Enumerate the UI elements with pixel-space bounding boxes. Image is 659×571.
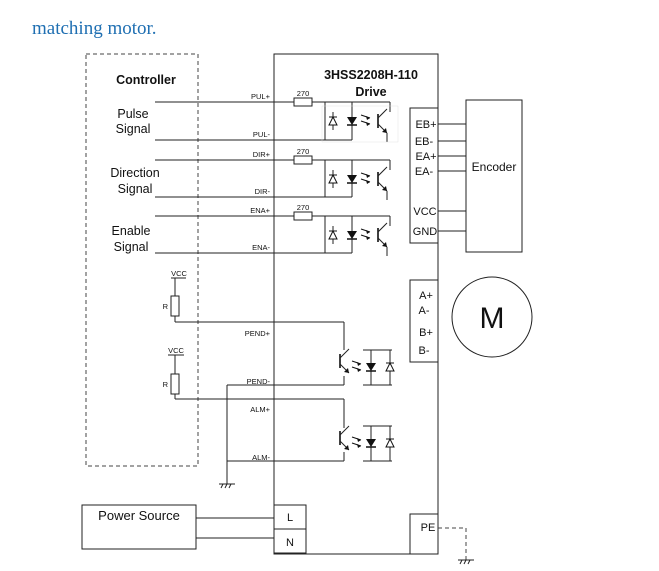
encoder-pin-ea-plus: EA+ (415, 151, 436, 163)
dir-minus-label: DIR- (255, 187, 271, 196)
drive-label: Drive (355, 85, 386, 99)
enable-label-2: Signal (114, 240, 149, 254)
r-label-2: R (163, 380, 169, 389)
terminal-l: L (287, 512, 293, 524)
dir-plus-label: DIR+ (253, 150, 271, 159)
vcc-label-1: VCC (171, 269, 187, 278)
direction-label-2: Signal (118, 182, 153, 196)
encoder-label: Encoder (472, 160, 517, 174)
controller-title: Controller (116, 73, 176, 87)
direction-label-1: Direction (110, 166, 159, 180)
power-source-box (81, 504, 197, 550)
pul-plus-label: PUL+ (251, 92, 271, 101)
encoder-pin-gnd: GND (413, 226, 438, 238)
caption: matching motor. (32, 18, 157, 39)
vcc-label-2: VCC (168, 346, 184, 355)
alm-minus-label: ALM- (252, 453, 270, 462)
encoder-pin-eb-minus: EB- (415, 136, 434, 148)
motor-pin-a-plus: A+ (419, 290, 433, 302)
input-lines (155, 101, 325, 254)
encoder-pin-ea-minus: EA- (415, 166, 434, 178)
ena-plus-label: ENA+ (250, 206, 270, 215)
motor-label: M (480, 302, 505, 335)
pul-minus-label: PUL- (253, 130, 271, 139)
input-optocouplers (293, 97, 399, 256)
enable-label-1: Enable (112, 224, 151, 238)
terminal-pe: PE (421, 522, 436, 534)
pend-plus-label: PEND+ (245, 329, 271, 338)
resistor-pul-value: 270 (297, 89, 310, 98)
motor-circle (451, 276, 533, 358)
motor-pin-b-plus: B+ (419, 327, 433, 339)
r-label-1: R (163, 302, 169, 311)
terminal-n: N (286, 537, 294, 549)
encoder-pin-block (409, 107, 439, 244)
pe-terminal (409, 513, 439, 555)
encoder-pin-lines (438, 123, 466, 232)
drive-model: 3HSS2208H-110 (324, 68, 418, 82)
pulse-label-2: Signal (116, 122, 151, 136)
controller-box (85, 53, 199, 467)
motor-pin-a-minus: A- (419, 305, 430, 317)
pend-minus-label: PEND- (247, 377, 271, 386)
resistor-dir-value: 270 (297, 147, 310, 156)
encoder-pin-eb-plus: EB+ (415, 119, 436, 131)
motor-pin-block (409, 279, 439, 363)
encoder-box (465, 99, 523, 253)
motor-pin-b-minus: B- (419, 345, 430, 357)
output-optocouplers (219, 348, 395, 489)
encoder-pin-vcc: VCC (413, 206, 436, 218)
pulse-label-1: Pulse (117, 107, 148, 121)
pullup-circuits (168, 277, 345, 428)
ena-minus-label: ENA- (252, 243, 270, 252)
resistor-ena-value: 270 (297, 203, 310, 212)
alm-plus-label: ALM+ (250, 405, 270, 414)
power-source-label: Power Source (98, 508, 180, 523)
